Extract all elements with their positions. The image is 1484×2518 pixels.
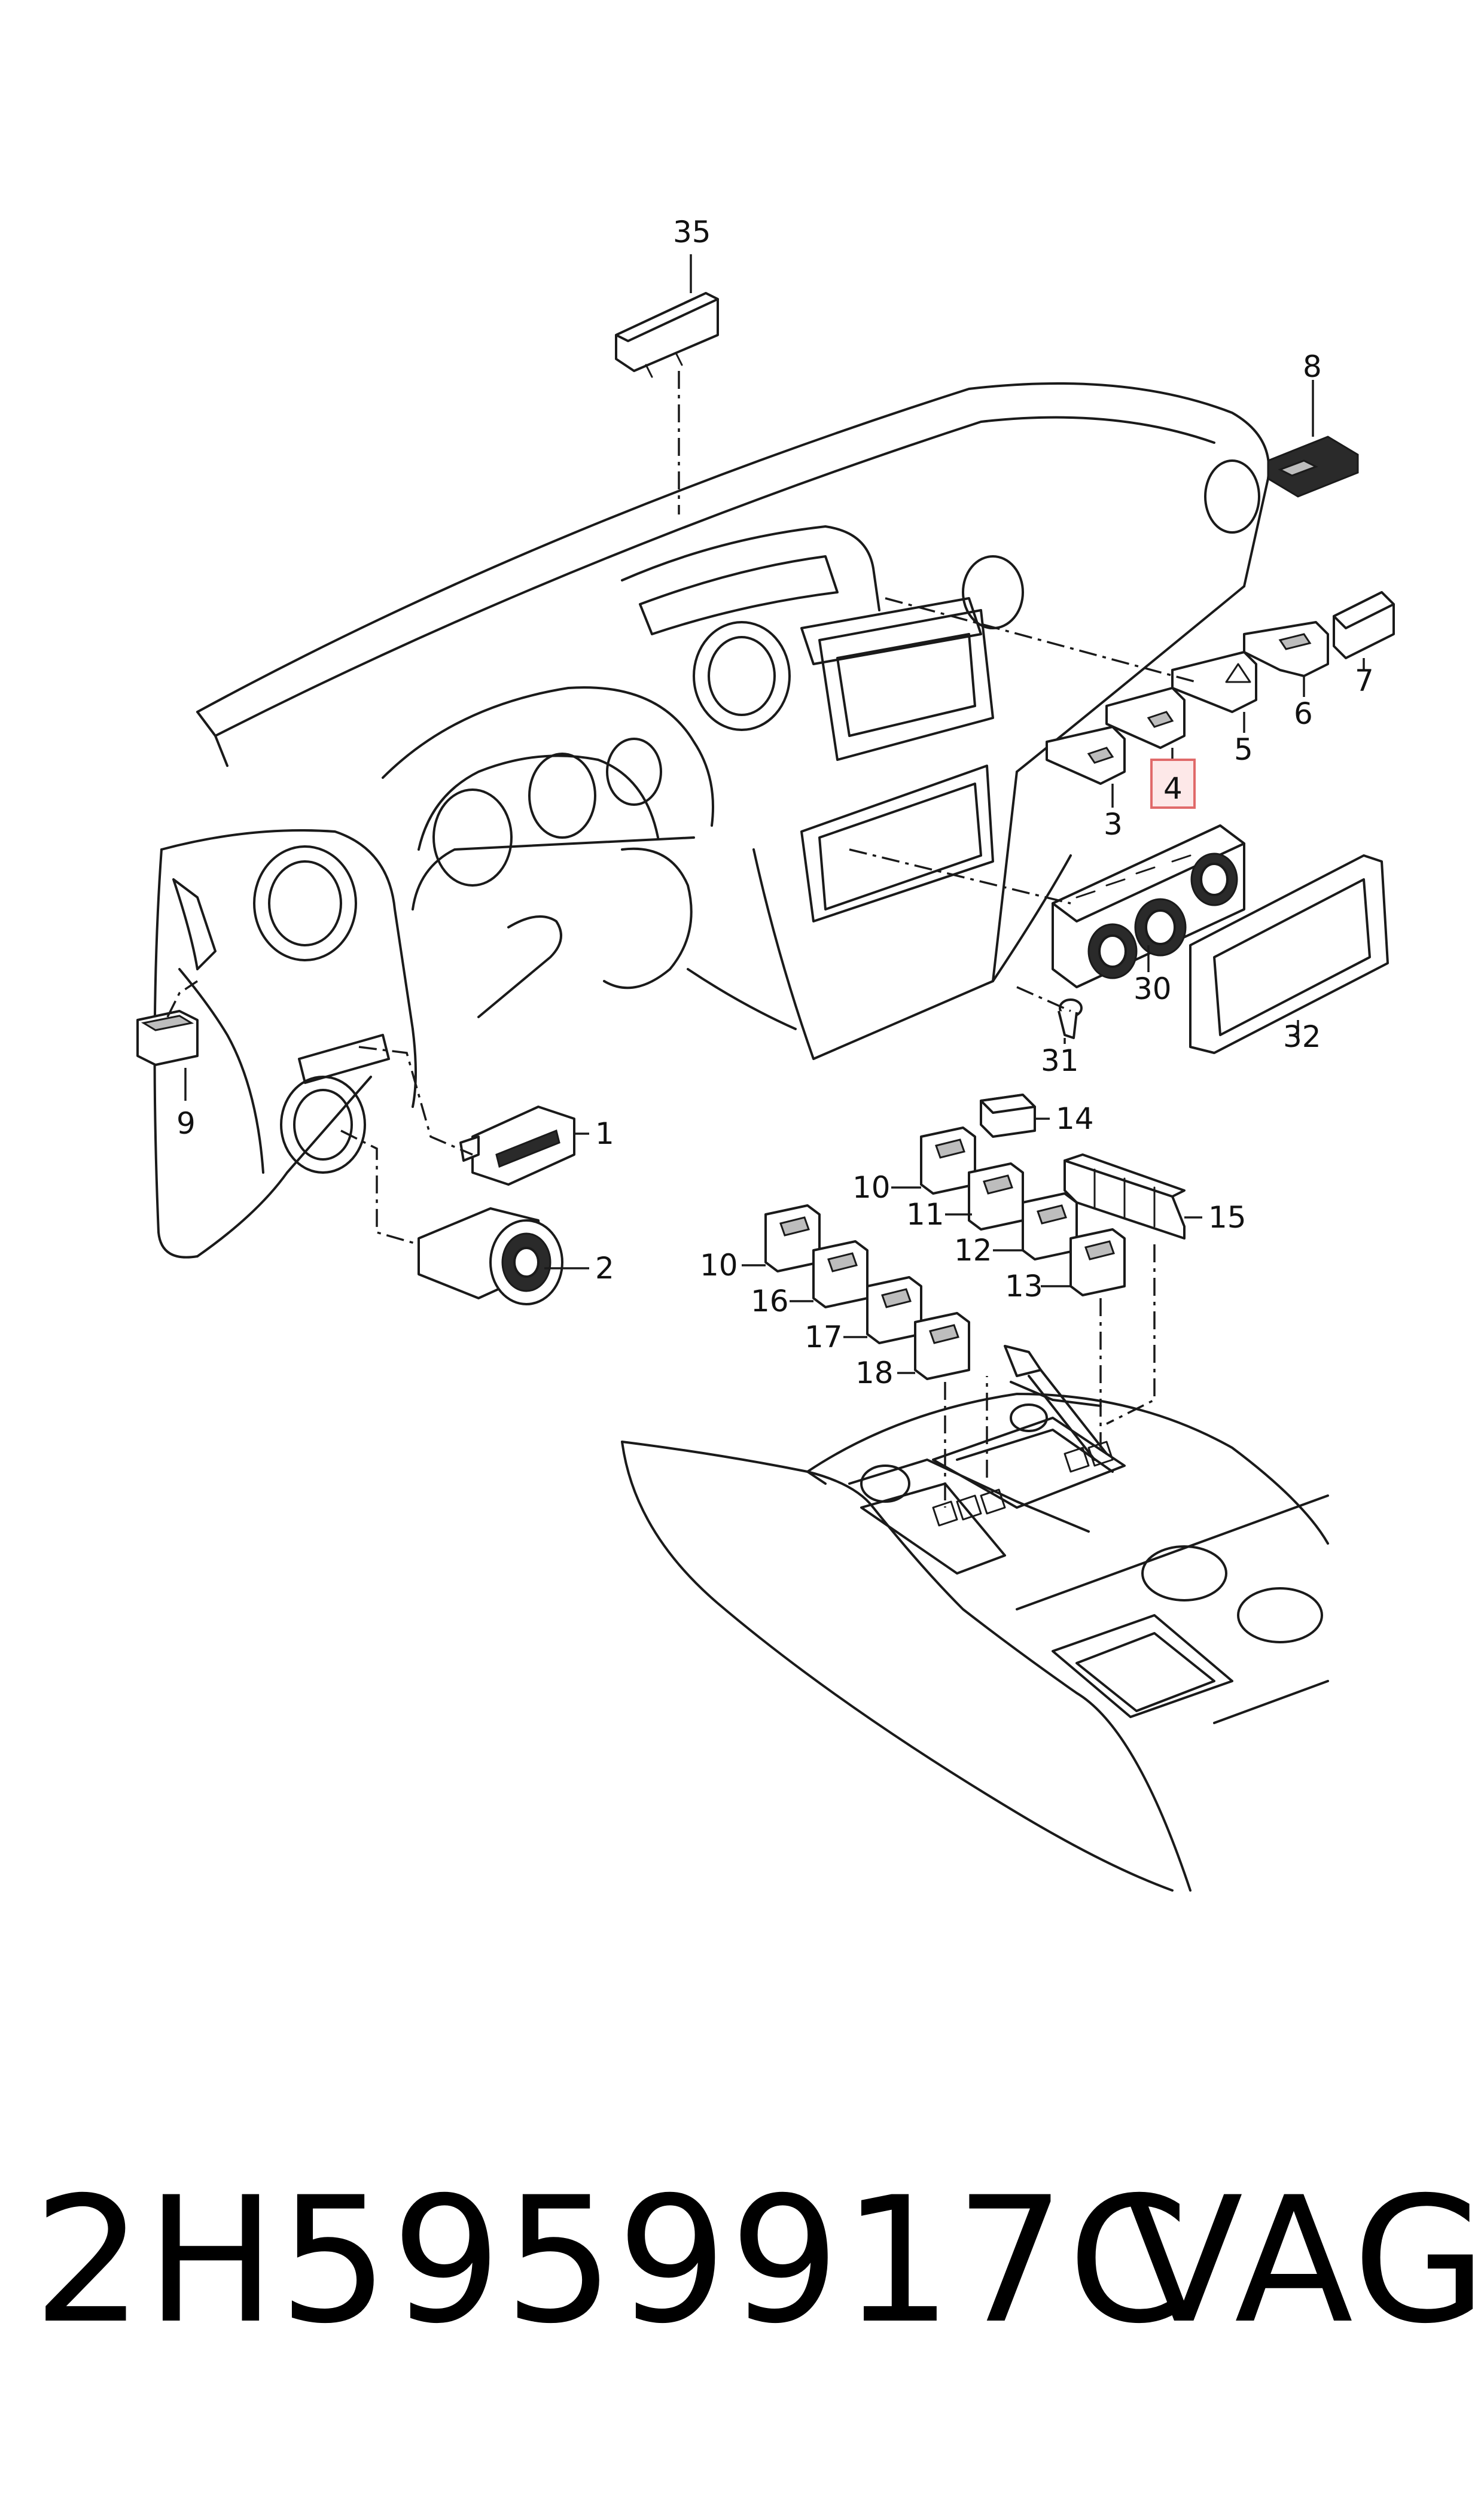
callout-13: 13: [1005, 1269, 1043, 1304]
part-7-blank-switch: [1333, 591, 1395, 659]
callout-17: 17: [805, 1320, 843, 1354]
part-14-switch: [980, 1094, 1036, 1138]
part-2-light-switch: [418, 1207, 563, 1305]
callout-labels: 35 8 7 6 5 4 3 30 31 32 9 1 2 14 10 11 1…: [176, 215, 1374, 1390]
part-1-switch-block: [459, 1106, 575, 1186]
part-11-switch: [968, 1162, 1024, 1231]
callout-32: 32: [1283, 1019, 1321, 1054]
callout-15: 15: [1208, 1200, 1247, 1235]
part-10-switch-upper: [920, 1126, 976, 1195]
part-13-switch: [1069, 1228, 1126, 1296]
callout-10-lower: 10: [700, 1248, 738, 1283]
dashboard-outline: [153, 382, 1270, 1259]
part-4-switch: [1105, 687, 1186, 749]
callout-4: 4: [1163, 771, 1183, 806]
callout-18: 18: [855, 1356, 894, 1390]
part-30-climate-control-unit: [1052, 824, 1245, 988]
part-17-switch: [866, 1276, 922, 1344]
exploded-parts-diagram: 35 8 7 6 5 4 3 30 31 32 9 1 2 14 10 11 1…: [136, 215, 1395, 1892]
callout-3: 3: [1104, 807, 1123, 842]
part-9-cover: [136, 1010, 199, 1066]
assembly-lines: [166, 371, 1197, 1508]
callout-30: 30: [1133, 972, 1172, 1006]
callout-9: 9: [176, 1106, 196, 1141]
part-6-switch: [1243, 621, 1329, 677]
callout-10-upper: 10: [852, 1170, 891, 1205]
callout-8: 8: [1303, 349, 1322, 384]
part-31-screw: [1058, 998, 1083, 1039]
callout-7: 7: [1355, 663, 1374, 698]
part-8-switch: [1267, 436, 1359, 498]
part-10-switch-lower: [764, 1204, 821, 1272]
callout-5: 5: [1234, 732, 1253, 767]
part-35-trim-cover: [615, 292, 719, 378]
part-number: 2H5959917C: [33, 2160, 1192, 2362]
callout-35: 35: [673, 215, 711, 249]
centre-console-outline: [621, 1345, 1329, 1892]
leader-lines: [184, 254, 1365, 1374]
part-15-switch-block: [1064, 1153, 1186, 1240]
part-3-switch: [1046, 726, 1126, 785]
callout-11: 11: [906, 1197, 944, 1232]
brand-name: VAG: [1125, 2160, 1484, 2362]
callout-1: 1: [595, 1116, 614, 1151]
part-16-switch: [812, 1240, 869, 1308]
callout-12: 12: [954, 1233, 992, 1268]
part-18-switch: [914, 1312, 970, 1380]
callout-14: 14: [1056, 1101, 1094, 1136]
part-12-switch: [1022, 1192, 1078, 1260]
callout-6: 6: [1294, 696, 1313, 731]
callout-16: 16: [751, 1284, 789, 1319]
highlight-box-part-4: [1150, 759, 1196, 809]
callout-31: 31: [1041, 1043, 1079, 1078]
callout-2: 2: [595, 1251, 614, 1286]
part-32-trim-frame: [1189, 854, 1389, 1054]
